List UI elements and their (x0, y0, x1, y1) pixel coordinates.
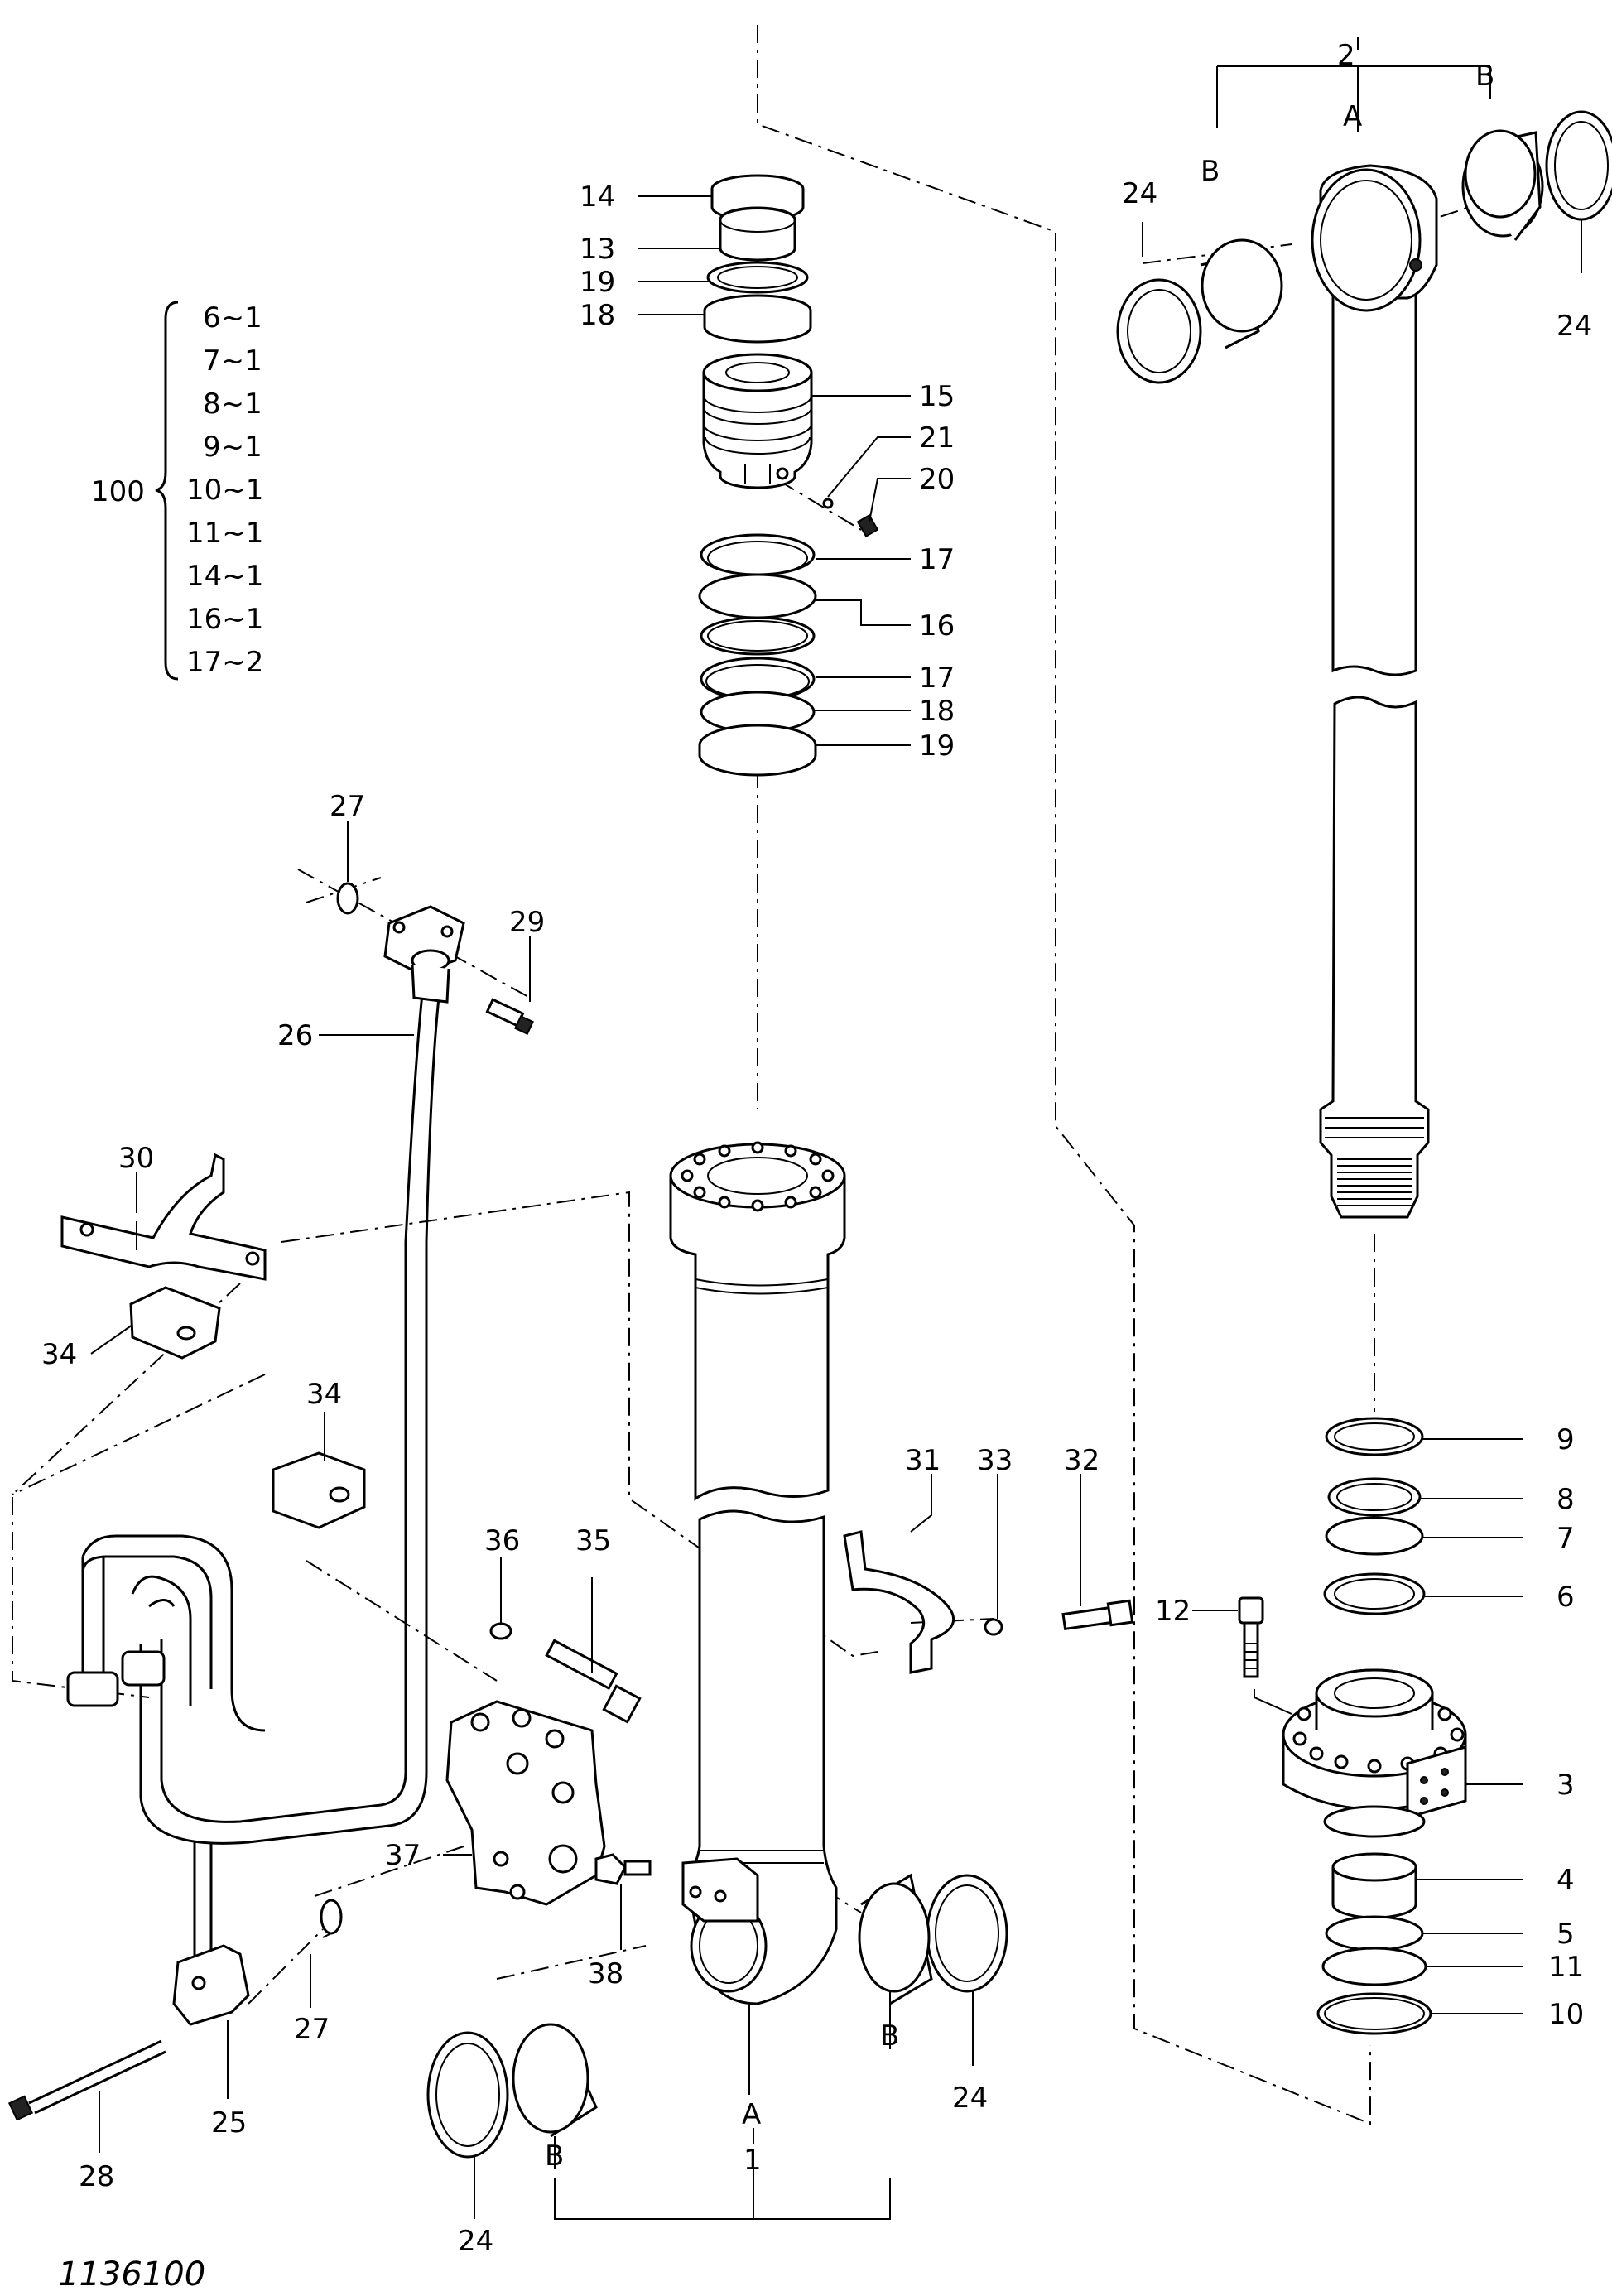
callout-letter-b: B (1475, 60, 1494, 93)
rod-seal-set (1323, 1417, 1426, 1615)
callout-12: 12 (1155, 1595, 1191, 1628)
callout-34: 34 (41, 1338, 77, 1371)
callout-18: 18 (580, 299, 615, 332)
callout-27: 27 (330, 790, 365, 823)
callout-29: 29 (509, 906, 545, 939)
fitting-38 (594, 1853, 652, 1885)
rod-thread (1337, 1158, 1412, 1206)
hydraulic-pipe-assembly (66, 993, 440, 1987)
part-callouts: 14 13 19 18 15 21 20 17 16 17 18 19 2 B … (41, 39, 1592, 2258)
lower-bushings (426, 1873, 1008, 2159)
callout-34: 34 (306, 1378, 342, 1411)
seal-kit-label: 100 (91, 475, 145, 508)
seal-kit-item: 6~1 (203, 301, 262, 335)
head-bolt-holes (681, 1141, 835, 1212)
callout-21: 21 (919, 421, 955, 455)
callout-letter-b: B (1201, 155, 1220, 188)
callout-1: 1 (743, 2144, 762, 2177)
clamp-block-34-top (129, 1286, 221, 1360)
flange-elbow (336, 882, 534, 1035)
upper-seal-stack (703, 174, 812, 344)
callout-30: 30 (118, 1142, 154, 1175)
callout-27: 27 (294, 2013, 330, 2046)
seal-kit-bracket (155, 301, 179, 681)
callout-17: 17 (919, 543, 955, 576)
seal-kit-item: 8~1 (203, 387, 262, 421)
callout-16: 16 (919, 609, 955, 643)
clamp-block-34-bottom (272, 1451, 366, 1529)
head-bolt (1238, 1596, 1264, 1678)
piston-ring-stack (698, 533, 817, 777)
callout-14: 14 (580, 181, 615, 214)
callout-37: 37 (385, 1839, 421, 1872)
callout-26: 26 (277, 1019, 313, 1052)
callout-38: 38 (588, 1957, 623, 1990)
callout-32: 32 (1064, 1444, 1100, 1477)
seal-kit-item: 11~1 (186, 517, 263, 550)
cylinder-head (1282, 1668, 1467, 1838)
callout-24: 24 (1557, 310, 1592, 343)
pipe-clamp-30 (60, 1153, 267, 1281)
callout-18: 18 (919, 695, 955, 728)
seal-kit-item: 16~1 (186, 603, 263, 636)
seal-kit-legend: 100 6~1 7~1 8~1 9~1 10~1 11~1 14~1 16~1 … (91, 301, 263, 679)
callout-31: 31 (905, 1444, 941, 1477)
seal-kit-item: 10~1 (186, 474, 263, 507)
callout-15: 15 (919, 380, 955, 413)
callout-11: 11 (1548, 1951, 1584, 1984)
callout-4: 4 (1557, 1864, 1575, 1897)
callout-19: 19 (580, 266, 615, 299)
flange-bolt (485, 998, 534, 1035)
callout-24: 24 (1122, 177, 1157, 210)
callout-35: 35 (575, 1524, 611, 1557)
callout-7: 7 (1557, 1522, 1575, 1555)
callout-33: 33 (977, 1444, 1013, 1477)
rod-end-bushings (1116, 110, 1612, 384)
callout-13: 13 (580, 233, 615, 266)
callout-letter-a: A (742, 2098, 761, 2131)
seal-kit-item: 17~2 (186, 646, 263, 679)
callout-24: 24 (458, 2225, 493, 2258)
callout-2: 2 (1337, 39, 1355, 72)
callout-10: 10 (1548, 1998, 1584, 2031)
callout-letter-b: B (545, 2140, 564, 2173)
leader-lines (90, 37, 1582, 2220)
valve-block (445, 1700, 652, 1906)
callout-6: 6 (1557, 1581, 1575, 1614)
callout-36: 36 (484, 1524, 520, 1557)
callout-28: 28 (79, 2160, 114, 2193)
drawing-number: 1136100 (58, 2255, 205, 2294)
callout-5: 5 (1557, 1918, 1575, 1951)
washer-and-bolt (489, 1622, 642, 1724)
callout-8: 8 (1557, 1483, 1575, 1516)
seal-kit-item: 9~1 (203, 431, 262, 464)
callout-letter-b: B (880, 2019, 899, 2053)
long-bolt-28 (7, 2039, 166, 2121)
lower-flange (7, 1899, 343, 2121)
piston (702, 353, 879, 538)
callout-17: 17 (919, 662, 955, 695)
seal-kit-item: 14~1 (186, 560, 263, 593)
callout-19: 19 (919, 729, 955, 763)
callout-24: 24 (952, 2082, 988, 2115)
callout-3: 3 (1557, 1769, 1575, 1802)
callout-9: 9 (1557, 1423, 1575, 1456)
seal-kit-item: 7~1 (203, 344, 262, 378)
callout-letter-a: A (1343, 100, 1362, 133)
callout-25: 25 (211, 2106, 247, 2140)
cylinder-tube (669, 1141, 846, 2005)
head-bushing-and-rings (1316, 1852, 1432, 2035)
pipe-clamp-31 (843, 1530, 1134, 1674)
callout-20: 20 (919, 463, 955, 496)
piston-rod (1311, 164, 1438, 1219)
